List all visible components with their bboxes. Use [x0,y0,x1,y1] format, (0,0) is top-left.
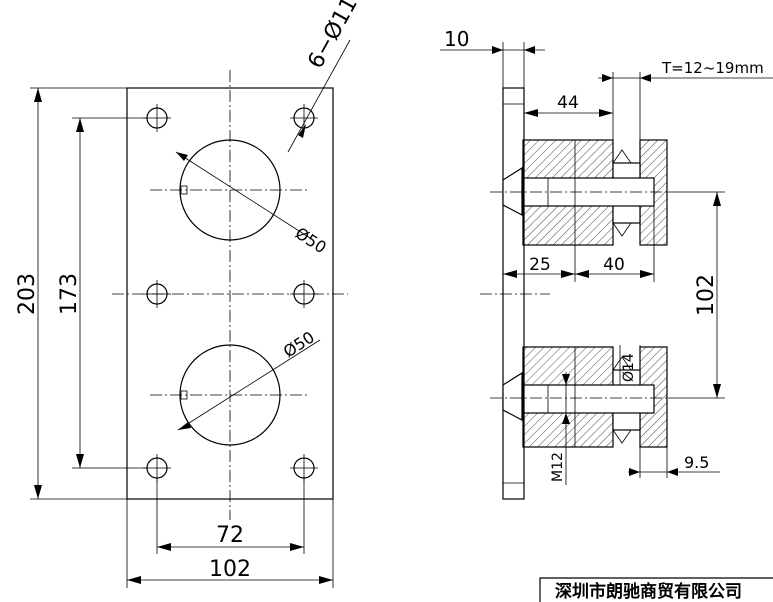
lower-fitting [490,346,668,448]
hole-span-h-label: 72 [216,523,244,548]
big-hole-top-label: Ø50 [292,223,330,257]
dim-40-label: 40 [603,255,625,275]
side-plate [502,87,525,500]
big-hole-bottom-label: Ø50 [280,327,318,361]
dim-m12-label: M12 [550,452,566,482]
overall-height-label: 203 [15,273,40,315]
side-view: 10 T=12~19mm [440,27,773,500]
company-name: 深圳市朗驰商贸有限公司 [555,581,742,602]
front-view: 6−Ø11 Ø50 Ø50 203 173 72 102 [15,0,363,588]
overall-width-label: 102 [209,557,251,582]
big-hole-top [179,139,281,241]
big-hole-top-leader [175,151,311,239]
key-notch-bottom [180,390,188,400]
upper-fitting [490,139,668,246]
holes-leader [287,39,351,153]
key-notch-top [180,185,188,195]
holes-label: 6−Ø11 [303,0,363,73]
dim-25-label: 25 [529,255,551,275]
dim-9-5-label: 9.5 [684,453,709,472]
big-hole-bottom-leader [177,339,321,431]
small-holes [143,104,318,482]
title-block: 深圳市朗驰商贸有限公司 [539,577,773,602]
dim-d14-label: Ø14 [621,353,637,382]
dim-44-label: 44 [557,93,579,113]
glass-thickness-label: T=12~19mm [661,59,764,77]
big-hole-bottom [179,344,281,446]
dim-102-label: 102 [694,274,719,316]
hole-span-v-label: 173 [57,273,82,315]
plate-thickness-label: 10 [444,27,469,51]
